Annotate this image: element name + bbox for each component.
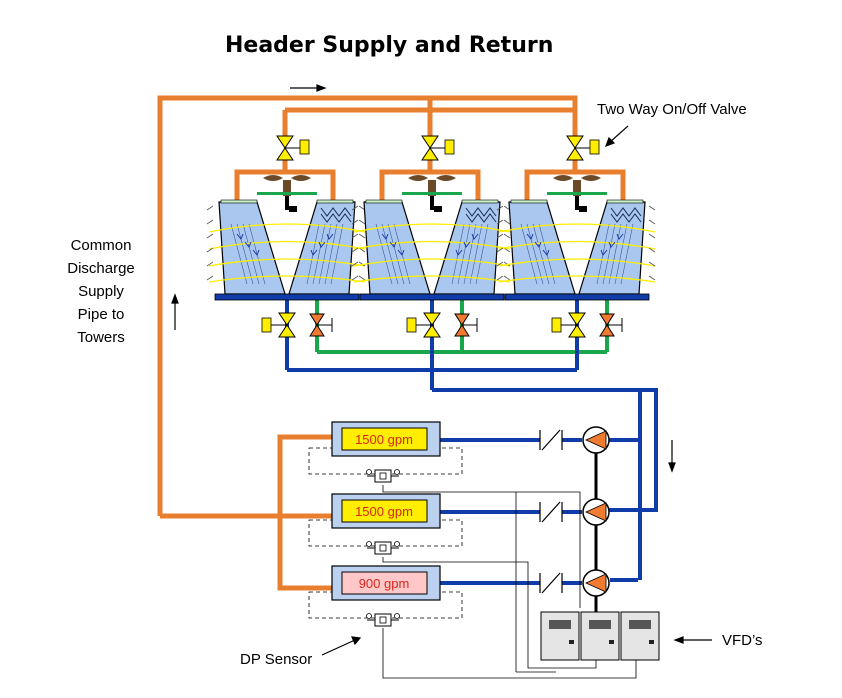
dp-sensor-1 [366, 469, 400, 483]
pointer-arrows [321, 125, 712, 656]
svg-text:Discharge: Discharge [67, 260, 135, 277]
valve-actuator-3 [589, 139, 600, 155]
chiller-3: 900 gpm [308, 565, 463, 627]
common-discharge-label: Common Discharge Supply Pipe to Towers [67, 237, 135, 346]
svg-text:Common: Common [71, 237, 132, 254]
dp-sensor-label: DP Sensor [240, 651, 312, 668]
svg-text:Pipe to: Pipe to [78, 306, 125, 323]
chiller-3-flow: 900 gpm [359, 576, 410, 591]
condenser-supply-piping [157, 95, 626, 591]
chiller-1-flow: 1500 gpm [355, 432, 413, 447]
dp-sensor-3 [366, 613, 400, 627]
chiller-1: 1500 gpm [308, 421, 463, 483]
cooling-tower-2 [351, 174, 511, 301]
chiller-2-flow: 1500 gpm [355, 504, 413, 519]
chiller-2: 1500 gpm [308, 493, 463, 555]
vfd-2 [580, 611, 620, 661]
valve-label: Two Way On/Off Valve [597, 101, 747, 118]
vfd-3 [620, 611, 660, 661]
dp-sensor-2 [366, 541, 400, 555]
cooling-tower-1 [206, 174, 366, 301]
svg-text:Towers: Towers [77, 329, 125, 346]
valve-actuator-1 [299, 139, 310, 155]
flow-arrows [171, 84, 676, 473]
check-valves [539, 429, 563, 594]
top-valves [276, 135, 600, 161]
diagram-title: Header Supply and Return [225, 33, 553, 58]
vfd-1 [540, 611, 580, 661]
control-wiring [382, 485, 637, 679]
valve-actuator-2 [444, 139, 455, 155]
pump-1 [582, 426, 610, 454]
svg-text:Supply: Supply [78, 283, 124, 300]
cooling-tower-3 [496, 174, 656, 301]
pump-3 [582, 569, 610, 597]
vfds-label: VFD’s [722, 632, 763, 649]
pump-2 [582, 498, 610, 526]
bottom-valves [261, 312, 623, 338]
